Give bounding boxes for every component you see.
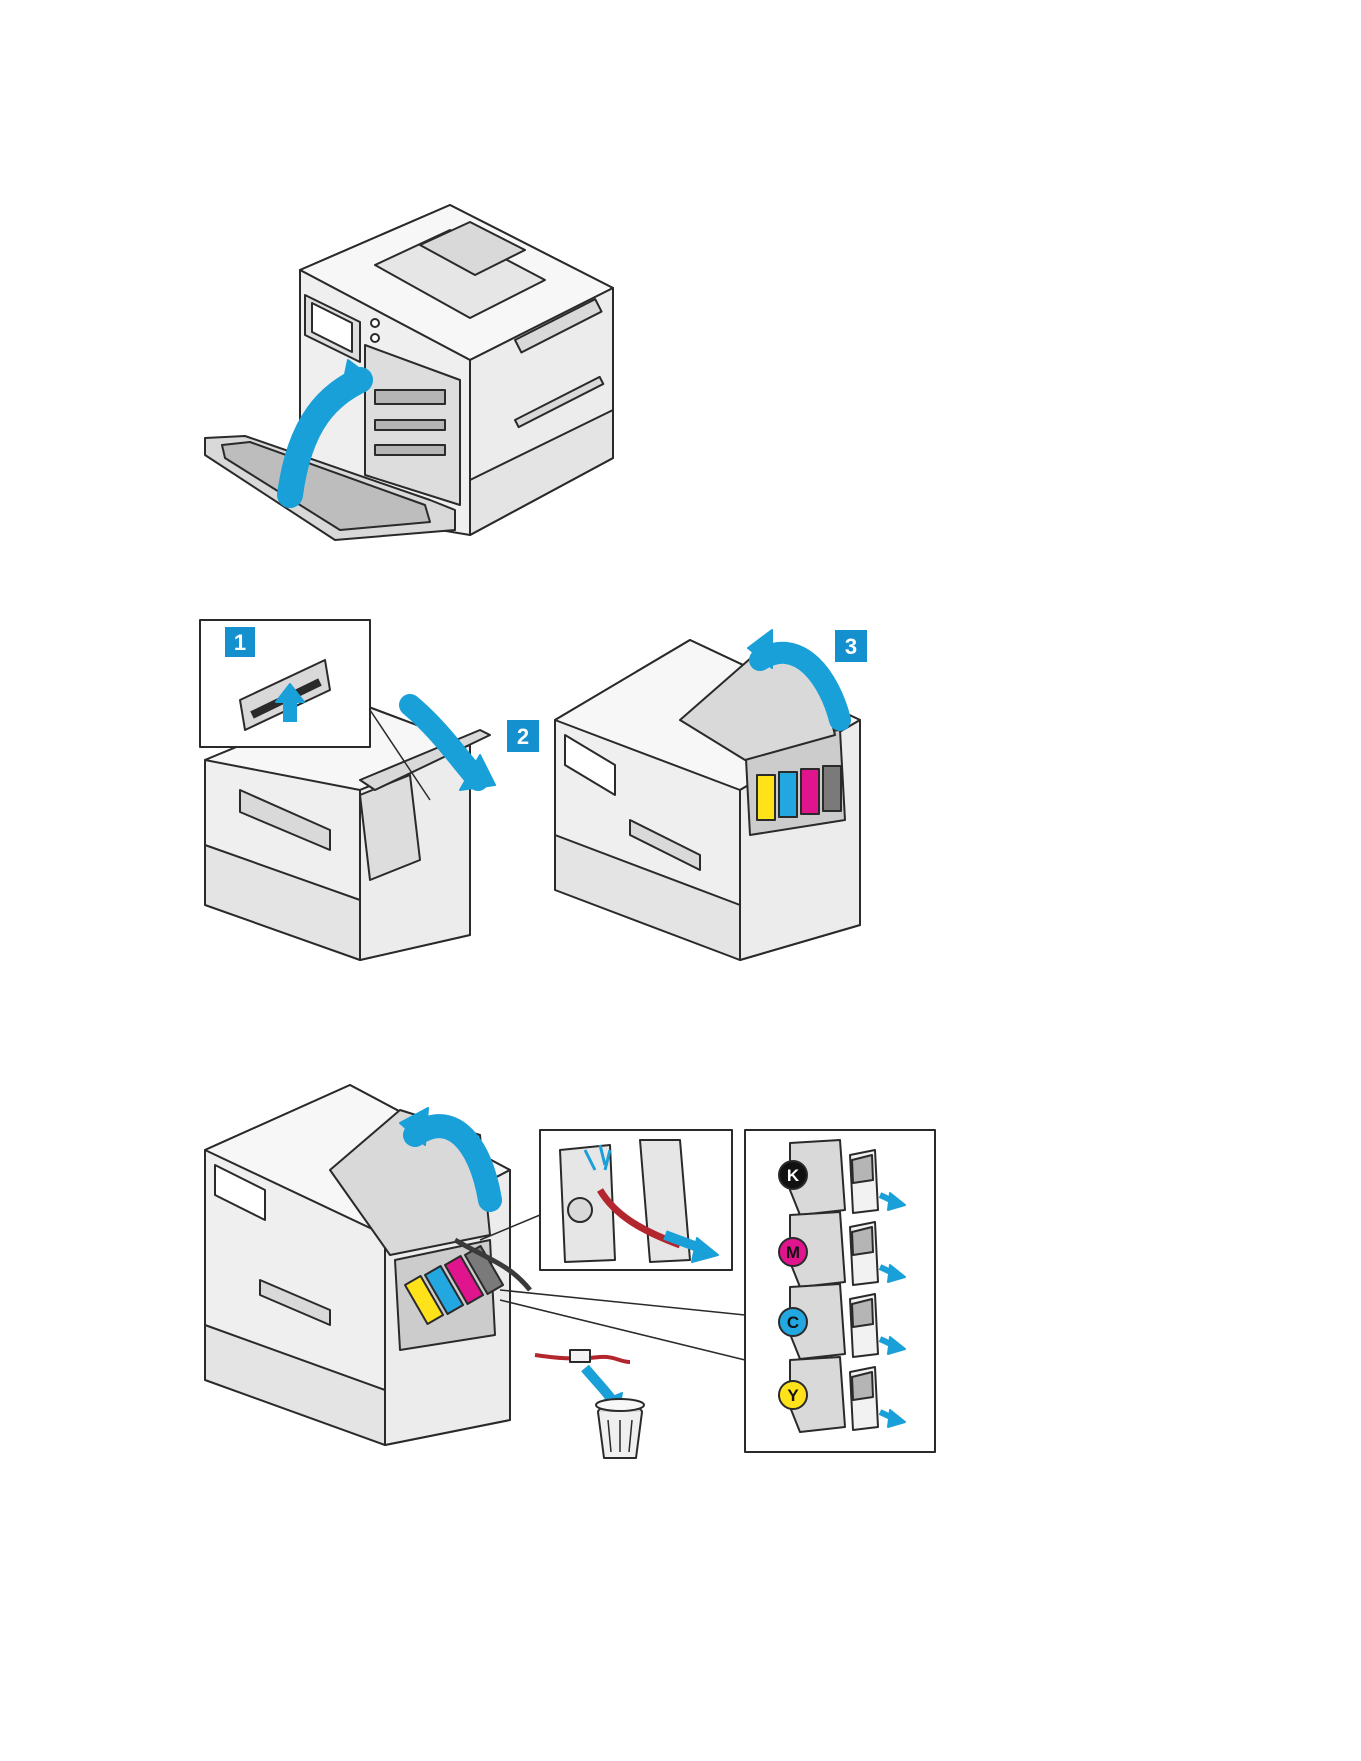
figure-1-open-door: [205, 205, 613, 540]
step-badge-3: 3: [835, 630, 867, 662]
discard-arrow: [585, 1368, 612, 1400]
figure-2-open-top-cover: [200, 620, 860, 960]
svg-text:C: C: [787, 1313, 799, 1332]
bay-toner-m: [801, 769, 819, 814]
svg-text:M: M: [786, 1243, 800, 1262]
step-badge-2: 2: [507, 720, 539, 752]
bay-toner-k: [823, 766, 841, 811]
svg-text:2: 2: [517, 724, 529, 749]
bay-toner-y: [757, 775, 775, 820]
step-badge-1: 1: [225, 627, 255, 657]
trash-can-icon: [596, 1399, 644, 1458]
bay-toner-c: [779, 772, 797, 817]
svg-text:Y: Y: [787, 1386, 799, 1405]
svg-text:K: K: [787, 1166, 800, 1185]
svg-text:3: 3: [845, 634, 857, 659]
svg-text:1: 1: [234, 630, 246, 655]
